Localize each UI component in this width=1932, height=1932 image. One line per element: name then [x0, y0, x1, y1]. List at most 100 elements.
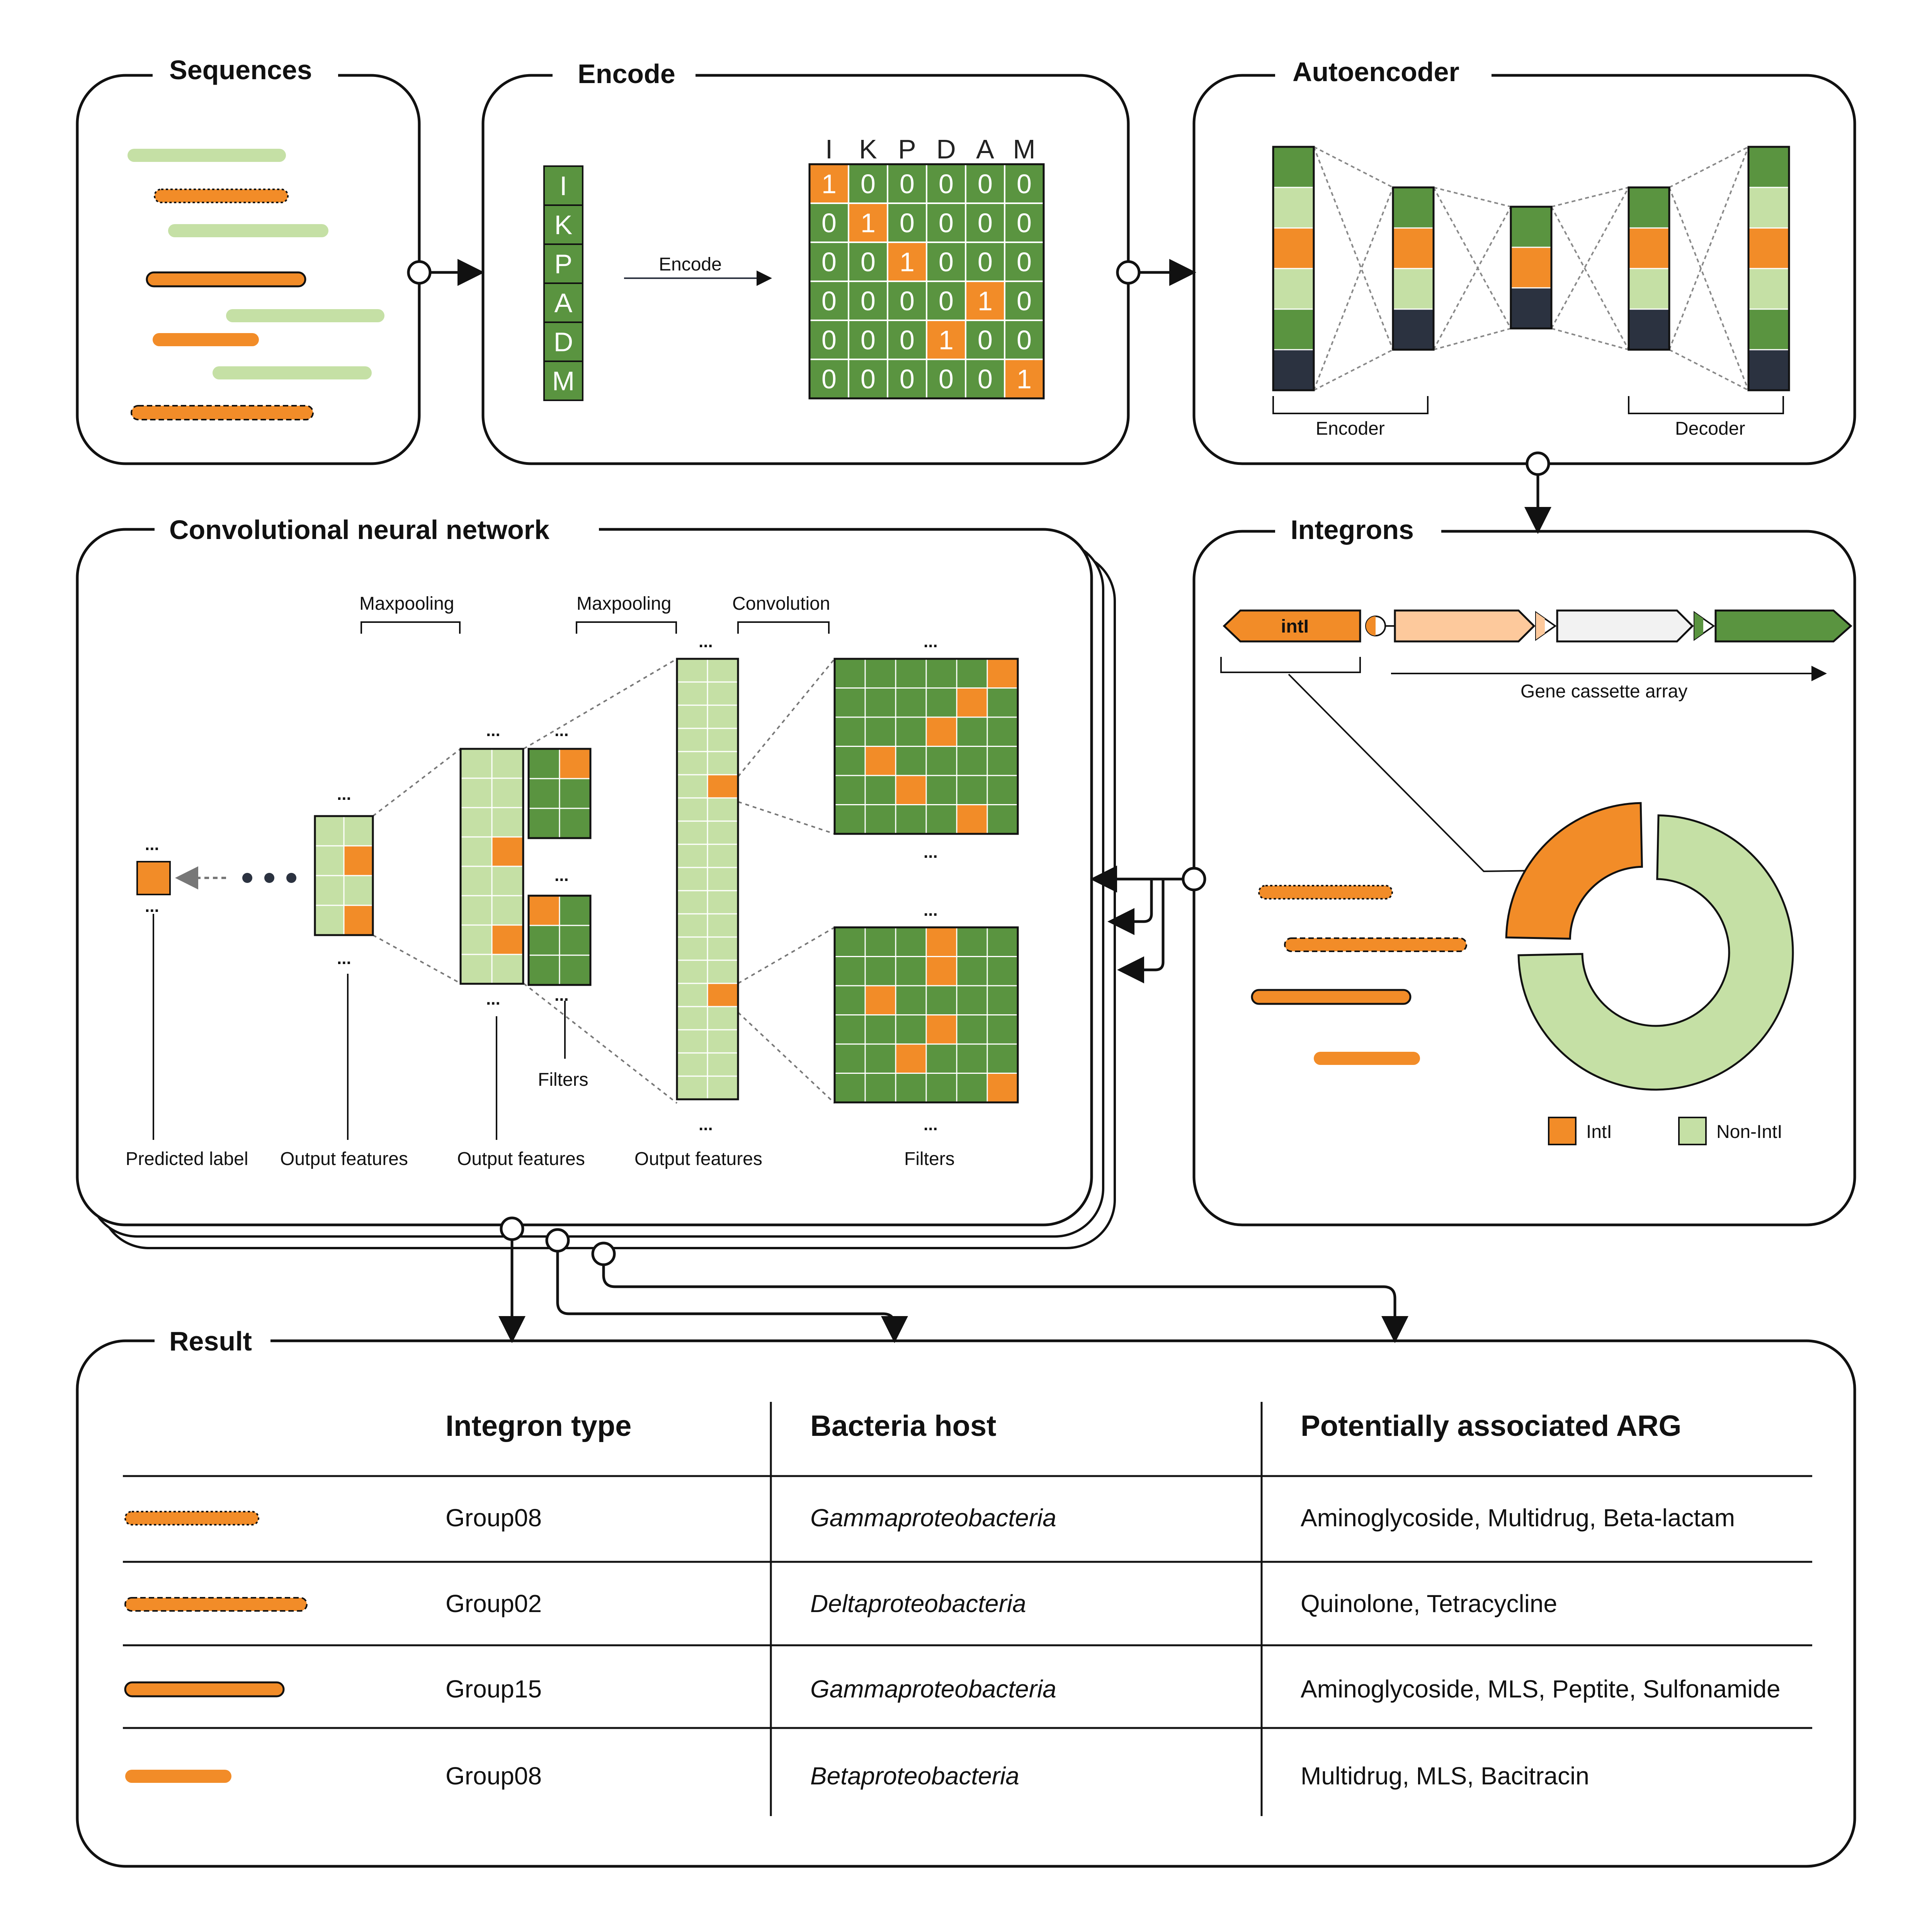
output-features-conv [676, 658, 739, 1100]
feature-cell [895, 956, 927, 986]
svg-text:Deltaproteobacteria: Deltaproteobacteria [810, 1590, 1026, 1617]
letter-text: A [554, 288, 573, 318]
matrix-value: 0 [978, 364, 993, 394]
cnn-bottom-labels: Filters Predicted label Output features … [126, 914, 955, 1169]
feature-cell-active [528, 895, 560, 926]
autoencoder-layers [1272, 146, 1790, 391]
feature-cell [314, 875, 345, 906]
cassette-2 [1556, 609, 1694, 643]
svg-text:Aminoglycoside, MLS, Peptite,: Aminoglycoside, MLS, Peptite, Sulfonamid… [1301, 1675, 1781, 1703]
predicted-label-text: Predicted label [126, 1149, 248, 1169]
feature-cell [460, 748, 493, 779]
feature-cell [834, 1014, 866, 1045]
feature-cell-active [707, 774, 739, 799]
feature-cell [676, 658, 708, 683]
feature-cell-active [956, 687, 988, 718]
feature-cell [676, 936, 708, 961]
feature-cell [895, 658, 927, 689]
matrix-value: 0 [978, 247, 993, 277]
svg-text:Decoder: Decoder [1675, 418, 1745, 439]
legend-label-intI: IntI [1586, 1122, 1612, 1142]
layer-outline [1392, 186, 1435, 351]
feature-cell [528, 925, 560, 956]
feature-cell [834, 687, 866, 718]
feature-cell-active [986, 658, 1019, 689]
feature-cell [676, 890, 708, 915]
feature-cell [864, 956, 896, 986]
table-row: Group08 Betaproteobacteria Multidrug, ML… [125, 1762, 1589, 1790]
feature-cell [956, 985, 988, 1015]
feature-cell [676, 1029, 708, 1054]
svg-text:...: ... [486, 721, 500, 740]
letter-cell [543, 243, 583, 284]
intI-label: intI [1281, 616, 1309, 637]
feature-cell [707, 681, 739, 706]
matrix-value: 1 [939, 325, 954, 355]
cnn-feature-maps [314, 658, 1019, 1104]
connector-node [1182, 867, 1206, 891]
matrix-value: 0 [978, 169, 993, 199]
row-read-plain [125, 1770, 231, 1783]
column-header: P [898, 134, 916, 164]
feature-cell [864, 1014, 896, 1045]
feature-cell [343, 875, 374, 906]
read-light [128, 149, 286, 162]
feature-cell [895, 985, 927, 1015]
svg-text:Gammaproteobacteria: Gammaproteobacteria [810, 1675, 1056, 1703]
layer-unit [1272, 146, 1315, 188]
feature-cell [925, 1043, 957, 1074]
matrix-value: 0 [900, 325, 915, 355]
layer-unit [1748, 308, 1790, 350]
feature-cell [314, 845, 345, 876]
convolution-label: Convolution [732, 594, 830, 614]
matrix-value: 0 [939, 364, 954, 394]
integron-reads [1251, 885, 1467, 1065]
legend-swatch-non-intI [1678, 1117, 1707, 1145]
letter-text: K [554, 210, 573, 240]
feature-cell [834, 1073, 866, 1103]
layer-unit [1510, 287, 1552, 329]
cnn-ellipses: ... ... ... ... ... ... ... ... ... ... … [145, 632, 938, 1134]
svg-text:Group08: Group08 [446, 1762, 542, 1790]
layer-unit [1272, 187, 1315, 229]
feature-cell [895, 804, 927, 835]
feature-cell [707, 820, 739, 845]
feature-cell [956, 716, 988, 747]
column-header: I [825, 134, 833, 164]
feature-cell-active [864, 985, 896, 1015]
read-orange-dotted [154, 189, 289, 203]
feature-cell [559, 895, 591, 926]
feature-cell [460, 954, 493, 985]
connector-node [1526, 451, 1550, 476]
feature-cell [925, 804, 957, 835]
feature-cell [834, 658, 866, 689]
layer-unit [1272, 268, 1315, 310]
read-orange-solid [146, 271, 306, 287]
feature-cell [707, 658, 739, 683]
layer-unit [1628, 268, 1670, 310]
feature-cell-active [895, 775, 927, 805]
feature-cell-active [956, 804, 988, 835]
output-features-label-1: Output features [280, 1149, 408, 1169]
output-features-label-2: Output features [457, 1149, 585, 1169]
svg-text:Quinolone, Tetracycline: Quinolone, Tetracycline [1301, 1590, 1557, 1617]
cnn-op-labels: Maxpooling Maxpooling Convolution [359, 594, 830, 634]
letter-cell [543, 361, 583, 401]
table-row: Group02 Deltaproteobacteria Quinolone, T… [124, 1590, 1557, 1617]
feature-cell [460, 836, 493, 867]
svg-text:Group08: Group08 [446, 1504, 542, 1532]
layer-outline [1747, 146, 1790, 391]
matrix-value: 0 [861, 364, 876, 394]
filters-label: Filters [904, 1149, 955, 1169]
feature-cell [460, 777, 493, 808]
layer-unit [1748, 146, 1790, 188]
decoder-bracket: Decoder [1628, 396, 1784, 439]
feature-cell [707, 867, 739, 891]
svg-text:Multidrug, MLS, Bacitracin: Multidrug, MLS, Bacitracin [1301, 1762, 1589, 1790]
read-orange [153, 333, 259, 346]
svg-text:...: ... [923, 843, 938, 862]
layer-unit [1392, 227, 1434, 269]
feature-cell [864, 1073, 896, 1103]
feature-cell-active [491, 924, 524, 955]
